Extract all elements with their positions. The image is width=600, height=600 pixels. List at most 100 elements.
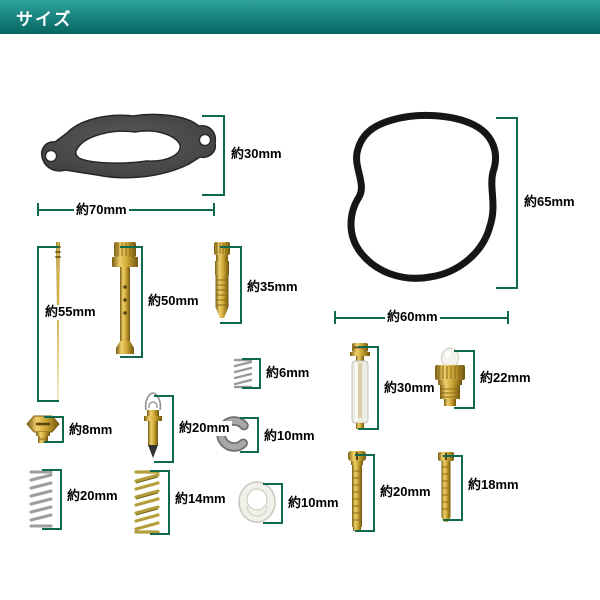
dim-tick — [220, 322, 242, 324]
dim-label: 約10mm — [262, 428, 317, 444]
dim-line — [223, 115, 225, 196]
dim-tick — [37, 246, 59, 248]
dim-tick — [240, 451, 259, 453]
dim-tick — [358, 346, 379, 348]
section-title: サイズ — [16, 9, 73, 29]
dim-label: 約70mm — [74, 202, 129, 218]
float-needle-valve-graphic — [144, 392, 162, 458]
dim-tick — [202, 115, 225, 117]
dim-line — [516, 117, 518, 289]
dim-label: 約20mm — [378, 484, 433, 500]
dim-line — [172, 395, 174, 463]
needle-jet-sleeve-graphic — [350, 343, 370, 429]
dim-line — [240, 246, 242, 324]
dim-tick — [220, 246, 242, 248]
dim-line — [461, 455, 463, 521]
dim-label: 約14mm — [173, 491, 228, 507]
silver-spring-graphic — [29, 470, 53, 528]
plastic-washer-graphic — [238, 481, 276, 523]
dim-label: 約30mm — [382, 380, 437, 396]
dim-tick — [454, 407, 475, 409]
dim-tick — [355, 530, 375, 532]
dim-tick — [496, 117, 518, 119]
dim-line — [37, 246, 39, 402]
dim-tick — [496, 287, 518, 289]
dim-label: 約20mm — [177, 420, 232, 436]
dim-tick — [37, 203, 39, 216]
float-bowl-gasket-graphic — [347, 111, 500, 282]
dim-tick — [154, 461, 174, 463]
dim-line — [141, 246, 143, 358]
dim-line — [281, 483, 283, 524]
float-bowl-gasket-image — [332, 110, 514, 292]
dim-tick — [213, 203, 215, 216]
pilot-jet-graphic — [214, 242, 230, 318]
dim-label: 約22mm — [478, 370, 533, 386]
dim-tick — [443, 455, 463, 457]
dim-tick — [44, 416, 64, 418]
dim-tick — [42, 528, 62, 530]
intake-manifold-gasket-graphic — [41, 113, 217, 179]
dim-label: 約6mm — [264, 365, 312, 381]
dim-tick — [242, 358, 261, 360]
dim-label: 約60mm — [385, 309, 440, 325]
dim-tick — [355, 454, 375, 456]
dim-label: 約20mm — [65, 488, 120, 504]
drain-bolt-graphic — [26, 415, 60, 443]
dim-line — [60, 469, 62, 530]
air-screw-image — [435, 452, 457, 524]
dim-label: 約50mm — [146, 293, 201, 309]
dim-label: 約35mm — [245, 279, 300, 295]
dim-label: 約30mm — [229, 146, 284, 162]
gold-spring-graphic — [134, 470, 160, 534]
dim-tick — [263, 483, 283, 485]
needle-jet-sleeve-image — [347, 343, 373, 431]
dim-line — [373, 454, 375, 532]
dim-tick — [240, 417, 259, 419]
gold-spring-image — [131, 466, 163, 536]
small-spring-image — [232, 356, 254, 390]
pilot-screw-graphic — [348, 451, 366, 531]
dim-tick — [358, 428, 379, 430]
float-valve-seat-graphic — [435, 347, 465, 406]
dim-tick — [120, 356, 143, 358]
main-jet-image — [111, 242, 139, 358]
jet-needle-graphic — [55, 242, 61, 400]
float-valve-seat-image — [431, 347, 469, 409]
intake-manifold-gasket-image — [35, 105, 220, 200]
dim-line — [168, 470, 170, 535]
dim-line — [473, 350, 475, 409]
dim-tick — [150, 533, 170, 535]
dim-tick — [263, 522, 283, 524]
jet-needle-image — [52, 242, 64, 402]
dim-tick — [120, 246, 143, 248]
dim-tick — [202, 194, 225, 196]
dim-label: 約8mm — [67, 422, 115, 438]
small-spring-graphic — [233, 358, 253, 389]
float-needle-valve-image — [138, 390, 168, 466]
dim-tick — [443, 519, 463, 521]
main-jet-graphic — [112, 242, 138, 354]
pilot-jet-image — [209, 242, 235, 324]
dim-line — [62, 416, 64, 443]
dim-label: 約55mm — [43, 304, 98, 320]
dim-tick — [44, 441, 64, 443]
dim-line — [377, 346, 379, 430]
dim-label: 約10mm — [286, 495, 341, 511]
pilot-screw-image — [345, 451, 369, 533]
dim-tick — [37, 400, 59, 402]
air-screw-graphic — [438, 452, 454, 522]
dim-tick — [154, 395, 174, 397]
section-header: サイズ — [0, 0, 600, 34]
dim-tick — [454, 350, 475, 352]
dim-tick — [42, 469, 62, 471]
dim-tick — [507, 311, 509, 324]
dim-label: 約65mm — [522, 194, 577, 210]
plastic-washer-image — [237, 480, 277, 525]
dim-tick — [150, 470, 170, 472]
dim-tick — [334, 311, 336, 324]
dim-line — [259, 358, 261, 389]
dim-tick — [242, 387, 261, 389]
dim-label: 約18mm — [466, 477, 521, 493]
